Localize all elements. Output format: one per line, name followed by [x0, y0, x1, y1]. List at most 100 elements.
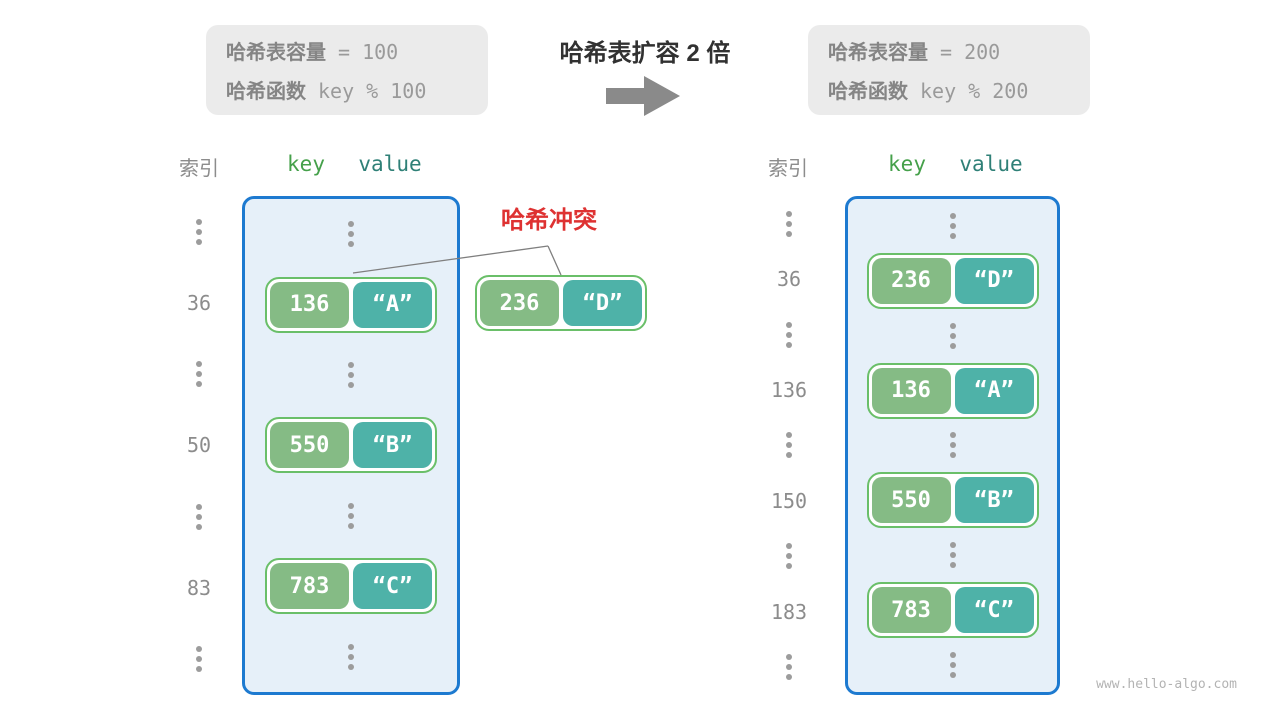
capacity-line: 哈希表容量 = 200: [828, 36, 1070, 65]
collision-label: 哈希冲突: [501, 207, 597, 234]
bucket-slot: [245, 622, 457, 692]
pair-key: 783: [871, 587, 951, 634]
capacity-value: = 100: [338, 40, 399, 64]
capacity-box-after: 哈希表容量 = 200 哈希函数 key % 200: [808, 25, 1090, 115]
hash-function-label: 哈希函数: [226, 81, 306, 103]
bucket-slot: 236“D”: [848, 252, 1057, 309]
hash-function-label: 哈希函数: [828, 81, 908, 103]
bucket-slot: [848, 309, 1057, 363]
ellipsis-dots: [949, 432, 956, 459]
hash-function-line: 哈希函数 key % 100: [226, 75, 468, 104]
index-slot: 183: [758, 584, 820, 639]
hash-function-line: 哈希函数 key % 200: [828, 75, 1070, 104]
bucket-slot: 136“A”: [848, 362, 1057, 419]
ellipsis-dots: [348, 502, 354, 529]
bucket-slot: 550“B”: [848, 472, 1057, 529]
key-value-pair: 236“D”: [866, 252, 1039, 309]
bucket-slot: 783“C”: [245, 551, 457, 621]
index-slot: [758, 196, 820, 251]
index-slot: 136: [758, 362, 820, 417]
capacity-label: 哈希表容量: [828, 42, 928, 64]
capacity-label: 哈希表容量: [226, 42, 326, 64]
bucket-slot: [848, 528, 1057, 582]
ellipsis-dots: [949, 322, 956, 349]
key-value-pair: 136“A”: [265, 276, 437, 333]
index-slot: [758, 529, 820, 584]
index-slot: [758, 640, 820, 695]
pair-key: 136: [270, 281, 349, 328]
hash-table-before: 索引 key value 36 50 83 136“A” 550“B” 783“C”: [168, 150, 508, 710]
index-slot: [758, 418, 820, 473]
bucket-container: 136“A” 550“B” 783“C”: [242, 196, 460, 695]
key-value-pair: 783“C”: [265, 558, 437, 615]
ellipsis-dots: [348, 643, 354, 670]
watermark: www.hello-algo.com: [1096, 677, 1237, 692]
index-label: 50: [186, 433, 212, 458]
collision-pair: 236 “D”: [475, 275, 647, 331]
bucket-container: 236“D” 136“A” 550“B” 783“C”: [845, 196, 1060, 695]
pair-value: “D”: [954, 257, 1034, 304]
bucket-slot: 783“C”: [848, 582, 1057, 639]
ellipsis-dots: [949, 212, 956, 239]
index-slot: 36: [758, 251, 820, 306]
pair-value: “C”: [353, 563, 432, 610]
index-label: 183: [770, 599, 808, 624]
ellipsis-dots: [196, 646, 202, 673]
pair-key: 783: [270, 563, 349, 610]
pair-key: 550: [270, 422, 349, 469]
index-label: 36: [776, 267, 802, 292]
index-header: 索引: [768, 158, 808, 180]
ellipsis-dots: [196, 503, 202, 530]
ellipsis-dots: [786, 321, 792, 348]
pair-value: “A”: [954, 367, 1034, 414]
index-label: 150: [770, 488, 808, 513]
capacity-value: = 200: [940, 40, 1001, 64]
right-block-arrow-icon: [606, 76, 680, 116]
bucket-slot: 136“A”: [245, 269, 457, 339]
hash-function-value: key % 200: [920, 79, 1029, 103]
ellipsis-dots: [786, 210, 792, 237]
resize-title: 哈希表扩容 2 倍: [559, 40, 731, 67]
bucket-slot: 550“B”: [245, 410, 457, 480]
ellipsis-dots: [949, 652, 956, 679]
index-header: 索引: [179, 158, 219, 180]
index-slot: [168, 339, 230, 410]
index-slot: 50: [168, 410, 230, 481]
bucket-slot: [848, 419, 1057, 473]
index-label: 36: [186, 290, 212, 315]
index-label: 136: [770, 378, 808, 403]
bucket-slot: [245, 481, 457, 551]
ellipsis-dots: [786, 432, 792, 459]
value-header: value: [959, 152, 1023, 176]
pair-key: 236: [871, 257, 951, 304]
key-value-pair: 783“C”: [866, 582, 1039, 639]
pair-value: “B”: [353, 422, 432, 469]
pair-value: “B”: [954, 477, 1034, 524]
hash-function-value: key % 100: [318, 79, 427, 103]
key-value-pair: 136“A”: [866, 362, 1039, 419]
key-header: key: [888, 152, 926, 176]
index-column: 36 50 83: [168, 196, 230, 695]
bucket-slot: [848, 638, 1057, 692]
index-slot: 150: [758, 473, 820, 528]
index-slot: [758, 307, 820, 362]
ellipsis-dots: [196, 361, 202, 388]
index-slot: [168, 481, 230, 552]
pair-key: 236: [480, 280, 559, 326]
ellipsis-dots: [348, 221, 354, 248]
index-column: 36 136 150 183: [758, 196, 820, 695]
index-slot: 83: [168, 552, 230, 623]
ellipsis-dots: [786, 654, 792, 681]
ellipsis-dots: [786, 543, 792, 570]
capacity-box-before: 哈希表容量 = 100 哈希函数 key % 100: [206, 25, 488, 115]
ellipsis-dots: [348, 362, 354, 389]
key-value-pair: 550“B”: [866, 472, 1039, 529]
ellipsis-dots: [196, 218, 202, 245]
pair-value: “D”: [563, 280, 642, 326]
index-slot: 36: [168, 267, 230, 338]
value-header: value: [358, 152, 422, 176]
pair-value: “C”: [954, 587, 1034, 634]
key-header: key: [287, 152, 325, 176]
pair-key: 550: [871, 477, 951, 524]
